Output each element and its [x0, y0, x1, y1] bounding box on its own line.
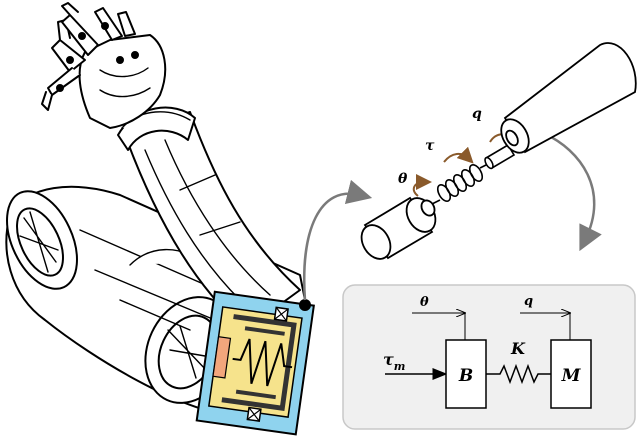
block-diagram-panel: θ q τm B K M [342, 284, 636, 430]
block-q-label: q [524, 294, 533, 309]
motor-cylinder-icon [360, 196, 437, 260]
q-label: q [472, 106, 482, 122]
spring-label: K [510, 339, 526, 358]
torsion-spring-icon [431, 163, 489, 205]
motor-block [445, 339, 487, 409]
actuator-connector-dot [299, 299, 311, 311]
link-cone-icon [500, 42, 637, 154]
theta-rotation-arrow [412, 174, 432, 197]
tau-rotation-arrow [443, 146, 474, 164]
link-block [550, 339, 592, 409]
theta-label: θ [398, 171, 408, 187]
motor-block-label: B [458, 366, 473, 386]
input-tau-label: τm [383, 350, 405, 373]
spring-symbol [486, 363, 551, 385]
callout-arrow-actuator [303, 179, 373, 301]
callout-arrow-link [544, 132, 602, 252]
block-theta-label: θ [420, 295, 429, 310]
shaft-icon [484, 143, 516, 170]
series-elastic-actuator-icon [195, 290, 315, 436]
link-block-label: M [561, 366, 582, 386]
tau-label: τ [425, 138, 435, 154]
